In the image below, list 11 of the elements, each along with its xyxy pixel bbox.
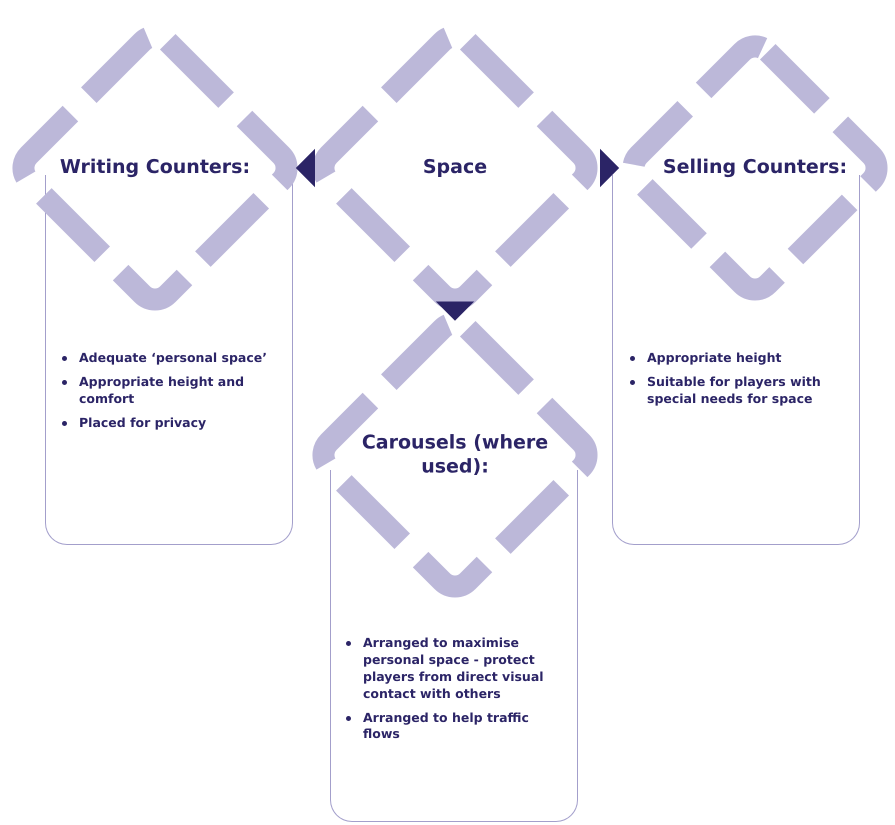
heading: Selling Counters: <box>662 156 848 180</box>
bullet-text: Arranged to maximise personal space - protect players from direct visual contact with others <box>363 635 545 702</box>
bullet-text: Suitable for players with special needs for space <box>647 374 822 408</box>
heading: Space <box>422 156 488 180</box>
bullet-text: Appropriate height <box>647 350 782 367</box>
bullet-text: Adequate ‘personal space’ <box>79 350 267 367</box>
bullet-text: Placed for privacy <box>79 414 206 432</box>
bullet-text: Appropriate height and comfort <box>79 374 246 408</box>
bullet-text: Arranged to help traffic flows <box>363 710 530 744</box>
heading: Carousels (where used): <box>360 431 550 479</box>
heading: Writing Counters: <box>58 156 252 180</box>
